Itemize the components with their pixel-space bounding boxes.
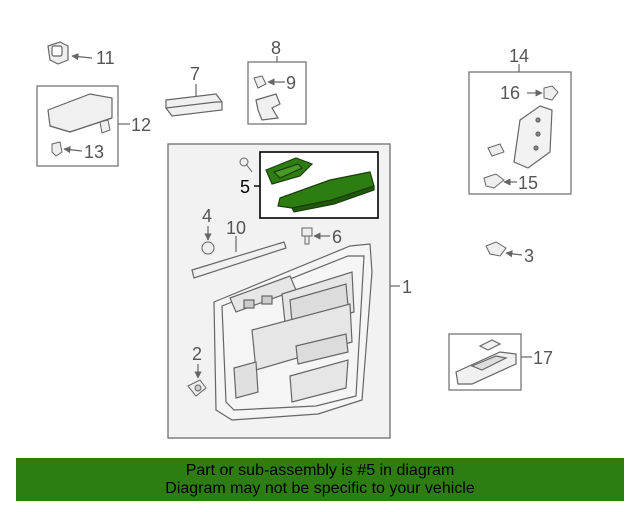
- callout-line-13: [63, 146, 83, 154]
- part-12-box: [36, 85, 119, 167]
- part-14-box: [468, 71, 572, 195]
- part-12-cover: [47, 93, 113, 133]
- part-13-clip: [51, 119, 111, 157]
- info-banner: Part or sub-assembly is #5 in diagram Di…: [16, 458, 624, 501]
- callout-11: 11: [96, 48, 115, 68]
- part-15-clip: [483, 173, 505, 189]
- callout-1: 1: [402, 277, 412, 297]
- callout-2: 2: [192, 344, 202, 364]
- part-17-handle: [455, 339, 517, 385]
- callout-line-11: [71, 53, 93, 61]
- callout-12: 12: [131, 115, 151, 135]
- banner-line-2: Diagram may not be specific to your vehi…: [165, 479, 475, 497]
- part-1-door-trim: [213, 243, 373, 421]
- part-3-clip: [485, 241, 507, 257]
- callout-16: 16: [500, 83, 520, 103]
- callout-13: 13: [84, 142, 104, 162]
- part-5-armrest: [265, 157, 375, 213]
- callout-17: 17: [533, 348, 553, 368]
- part-8-bracket: [255, 93, 281, 121]
- part-16-clip: [543, 85, 559, 101]
- part-14-panel: [513, 105, 553, 169]
- part-4-clip: [201, 241, 215, 255]
- part-screw-top: [239, 157, 253, 173]
- callout-14: 14: [509, 46, 529, 66]
- part-7-strip: [165, 93, 223, 117]
- callout-4: 4: [202, 206, 212, 226]
- part-9-clip: [253, 75, 267, 89]
- callout-10: 10: [226, 218, 246, 238]
- part-10-strip: [191, 241, 287, 279]
- callout-7: 7: [190, 64, 200, 84]
- part-8-box: [247, 61, 307, 125]
- callout-9: 9: [286, 73, 296, 93]
- callout-5: 5: [240, 177, 250, 197]
- callout-6: 6: [332, 227, 342, 247]
- banner-line-1: Part or sub-assembly is #5 in diagram: [185, 461, 455, 479]
- part-2-clip: [187, 379, 207, 397]
- part-14-screw: [487, 143, 505, 157]
- callout-8: 8: [271, 38, 281, 58]
- callout-line-3: [505, 250, 523, 258]
- part-11-clip: [47, 41, 69, 65]
- callout-15: 15: [518, 173, 538, 193]
- callout-3: 3: [524, 246, 534, 266]
- part-6-bolt: [301, 227, 313, 245]
- part-17-box: [448, 333, 522, 391]
